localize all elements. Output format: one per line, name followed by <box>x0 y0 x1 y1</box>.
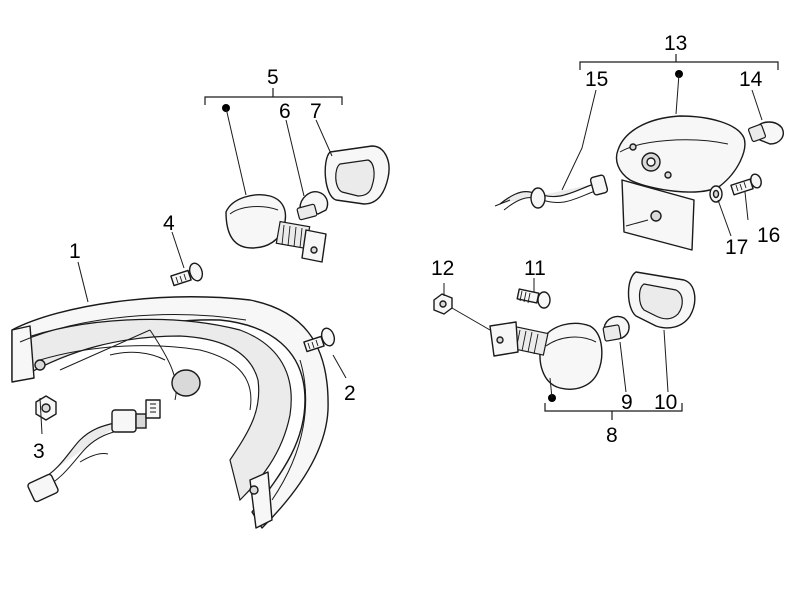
callout-12: 12 <box>431 257 454 280</box>
screw-part-4 <box>170 262 204 287</box>
wiring-harness <box>27 399 161 503</box>
callout-4: 4 <box>163 212 175 235</box>
lens-part-10 <box>627 271 696 329</box>
leader-lines <box>39 73 763 435</box>
nut-part-3 <box>35 395 57 421</box>
callout-5: 5 <box>267 66 279 89</box>
callout-8: 8 <box>606 424 618 447</box>
lens-part-7 <box>324 145 390 205</box>
turn-signal-assembly-8 <box>489 321 603 390</box>
tail-light-housing <box>11 296 329 529</box>
callout-15: 15 <box>585 68 608 91</box>
license-light-assembly-13 <box>615 115 746 251</box>
cable-part-15 <box>494 174 609 211</box>
callout-13: 13 <box>664 32 687 55</box>
callout-10: 10 <box>654 391 677 414</box>
callout-14: 14 <box>739 68 763 91</box>
callout-16: 16 <box>757 224 780 247</box>
callout-17: 17 <box>725 236 748 259</box>
bulb-part-6 <box>296 191 329 221</box>
bulb-part-9 <box>602 315 630 342</box>
callout-2: 2 <box>344 382 356 405</box>
callout-labels: 1 2 3 4 5 6 7 8 9 10 11 12 13 14 15 16 1… <box>33 32 780 463</box>
callout-1: 1 <box>69 240 81 263</box>
callout-9: 9 <box>621 391 633 414</box>
bulb-part-14 <box>747 121 784 145</box>
screw-part-2 <box>303 327 336 353</box>
washer-part-17 <box>709 185 723 203</box>
screw-part-16 <box>730 173 762 196</box>
callout-6: 6 <box>279 100 291 123</box>
callout-7: 7 <box>310 100 322 123</box>
callout-11: 11 <box>524 257 546 280</box>
turn-signal-assembly-5 <box>225 194 327 263</box>
callout-3: 3 <box>33 440 45 463</box>
nut-part-12 <box>433 293 453 315</box>
screw-part-11 <box>516 288 551 309</box>
